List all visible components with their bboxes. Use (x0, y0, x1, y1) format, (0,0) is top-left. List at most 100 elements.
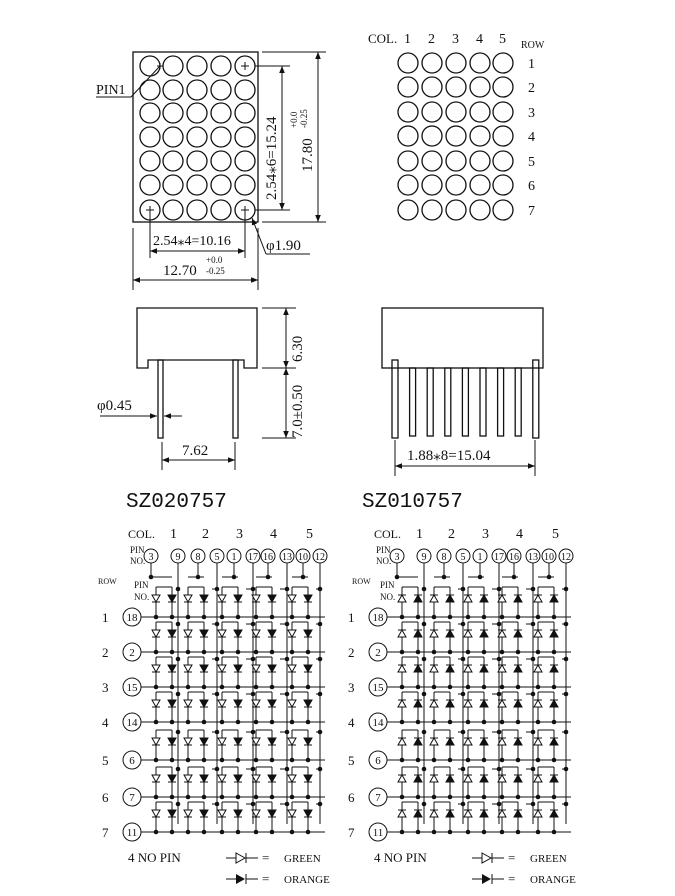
display-outline (132, 51, 259, 223)
orange-diode-icon (167, 809, 177, 819)
row-number: 3 (102, 680, 109, 695)
row-pin-number: 15 (127, 682, 139, 694)
junction-dot (300, 574, 306, 580)
junction-dot (231, 574, 237, 580)
green-diode-icon (533, 628, 543, 638)
pin-no-label: NO. (130, 556, 145, 566)
orange-diode-icon (199, 594, 209, 604)
col-number: 5 (552, 527, 559, 542)
row-pin-no-label: NO. (134, 592, 149, 602)
led-dot (139, 79, 161, 101)
junction-dot (496, 586, 502, 592)
green-diode-icon (429, 773, 439, 783)
led-dot (421, 125, 443, 147)
led-dot (234, 102, 256, 124)
junction-dot (175, 801, 181, 807)
junction-dot (250, 801, 256, 807)
green-diode-icon (287, 774, 297, 784)
col-pin-number: 16 (263, 552, 273, 563)
col-number: 1 (170, 527, 177, 542)
led-dot (421, 76, 443, 98)
orange-diode-icon (233, 774, 243, 784)
led-dot (445, 174, 467, 196)
row-pin-no-label: PIN (134, 580, 149, 590)
row-spacing-text: 7.62 (182, 443, 208, 459)
green-diode-icon (217, 774, 227, 784)
green-diode-icon (497, 593, 507, 603)
col-pin-number: 5 (215, 552, 220, 563)
junction-dot (317, 621, 323, 627)
led-dot (234, 126, 256, 148)
junction-dot (148, 574, 154, 580)
row-pin-number: 14 (373, 717, 385, 729)
row-pin-number: 7 (375, 792, 381, 804)
col-pin-number: 8 (196, 552, 201, 563)
green-diode-icon (251, 664, 261, 674)
junction-dot (496, 621, 502, 627)
col-pin-number: 16 (509, 552, 519, 563)
orange-diode-icon (413, 808, 423, 818)
led-dot (445, 76, 467, 98)
orange-diode-icon (267, 737, 277, 747)
orange-diode-icon (513, 808, 523, 818)
pin-diameter-text: φ0.45 (97, 398, 132, 414)
orange-diode-icon (479, 808, 489, 818)
led-dot (469, 125, 491, 147)
green-diode-icon (251, 699, 261, 709)
green-diode-icon (397, 736, 407, 746)
orange-diode-icon (549, 663, 559, 673)
junction-dot (175, 691, 181, 697)
led-dot (162, 55, 184, 77)
green-diode-icon (183, 774, 193, 784)
led-dot (139, 102, 161, 124)
col-number: 4 (270, 527, 277, 542)
led-dot (210, 199, 232, 221)
junction-dot (214, 801, 220, 807)
junction-dot (250, 766, 256, 772)
orange-diode-icon (167, 737, 177, 747)
col-number: 2 (428, 32, 435, 47)
led-dot (397, 199, 419, 221)
orange-diode-icon (413, 773, 423, 783)
width-text: 12.70 (163, 263, 197, 279)
col-pin-number: 10 (544, 552, 554, 563)
col-pin-number: 3 (395, 552, 400, 563)
orange-label: ORANGE (284, 874, 330, 886)
row-number: 1 (348, 610, 355, 625)
junction-dot (214, 729, 220, 735)
junction-dot (477, 574, 483, 580)
col-pin-number: 5 (461, 552, 466, 563)
green-diode-icon (463, 698, 473, 708)
column-bus-green (188, 563, 204, 578)
junction-dot (496, 766, 502, 772)
led-dot (445, 150, 467, 172)
row-pin-number: 11 (373, 827, 384, 839)
schematic-title: SZ020757 (126, 491, 227, 514)
col-number: 3 (236, 527, 243, 542)
col-pin-number: 13 (282, 552, 292, 563)
row-pin-number: 11 (127, 827, 138, 839)
junction-dot (530, 586, 536, 592)
junction-dot (394, 574, 400, 580)
green-diode-icon (287, 737, 297, 747)
orange-diode-icon (199, 737, 209, 747)
pin-pitch-text: 1.88⁎8=15.04 (407, 448, 491, 464)
junction-dot (511, 574, 517, 580)
led-dot (445, 125, 467, 147)
height-text: 17.80 (300, 138, 316, 172)
body-height-text: 6.30 (290, 336, 306, 362)
junction-dot (563, 729, 569, 735)
junction-dot (250, 656, 256, 662)
led-dot (397, 150, 419, 172)
led-dot (469, 199, 491, 221)
orange-diode-icon (479, 773, 489, 783)
pin-no-label: PIN (130, 545, 145, 555)
pin1-label: PIN1 (96, 83, 126, 98)
orange-diode-icon (199, 664, 209, 674)
green-diode-icon (217, 594, 227, 604)
col-pin-number: 13 (528, 552, 538, 563)
pin-view-pin (532, 359, 540, 439)
junction-dot (284, 766, 290, 772)
row-number: 1 (102, 610, 109, 625)
led-dot (210, 102, 232, 124)
